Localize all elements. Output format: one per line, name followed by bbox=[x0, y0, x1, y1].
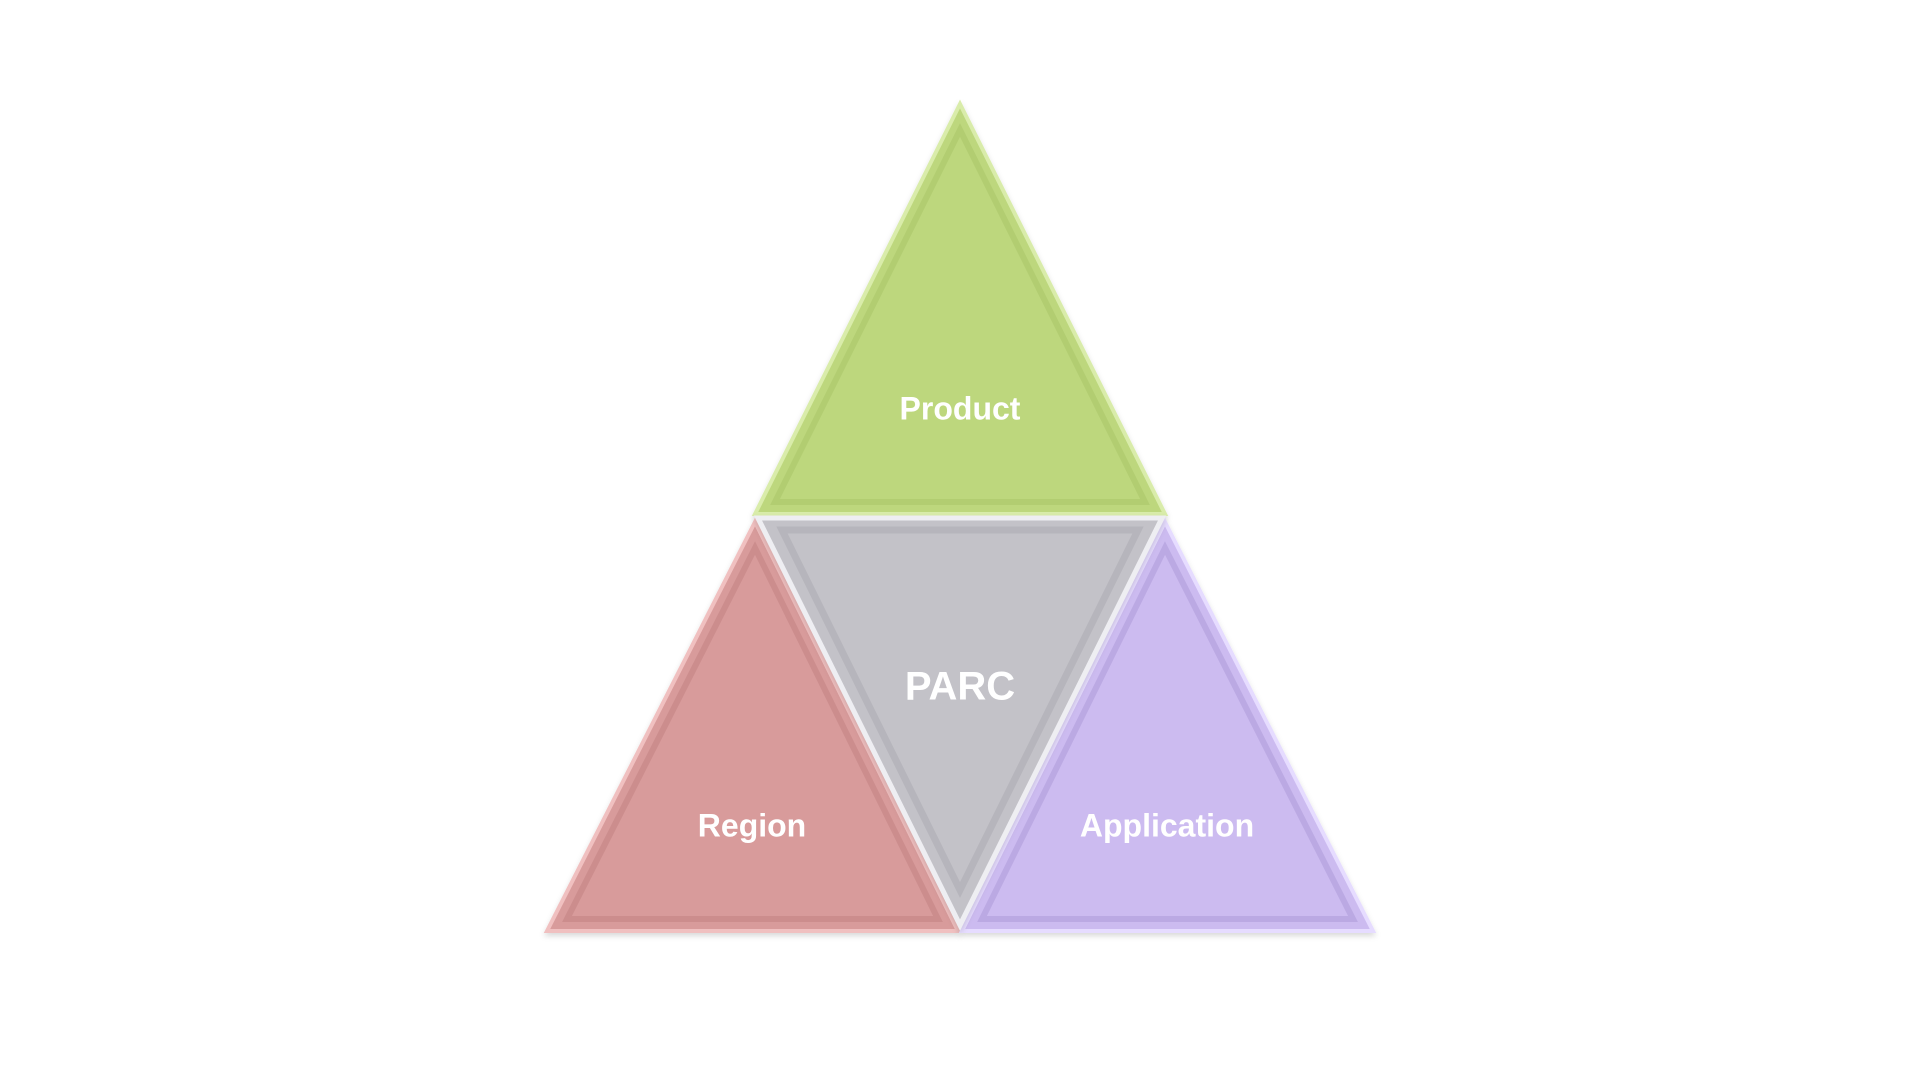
product-shape bbox=[751, 99, 1169, 516]
parc-bevel bbox=[776, 526, 1144, 898]
application-triangle: Application bbox=[958, 517, 1377, 933]
application-bevel bbox=[977, 541, 1358, 922]
region-label: Region bbox=[698, 807, 806, 843]
parc-label: PARC bbox=[905, 665, 1015, 709]
product-bevel bbox=[770, 123, 1150, 505]
region-bevel bbox=[562, 541, 943, 922]
region-shape bbox=[543, 517, 962, 933]
parc-shape bbox=[753, 515, 1167, 931]
parc-center-triangle: PARC bbox=[753, 515, 1167, 931]
product-label: Product bbox=[900, 390, 1021, 426]
region-triangle: Region bbox=[543, 517, 962, 933]
application-label: Application bbox=[1080, 807, 1254, 843]
application-shape bbox=[958, 517, 1377, 933]
product-triangle: Product bbox=[751, 99, 1169, 516]
